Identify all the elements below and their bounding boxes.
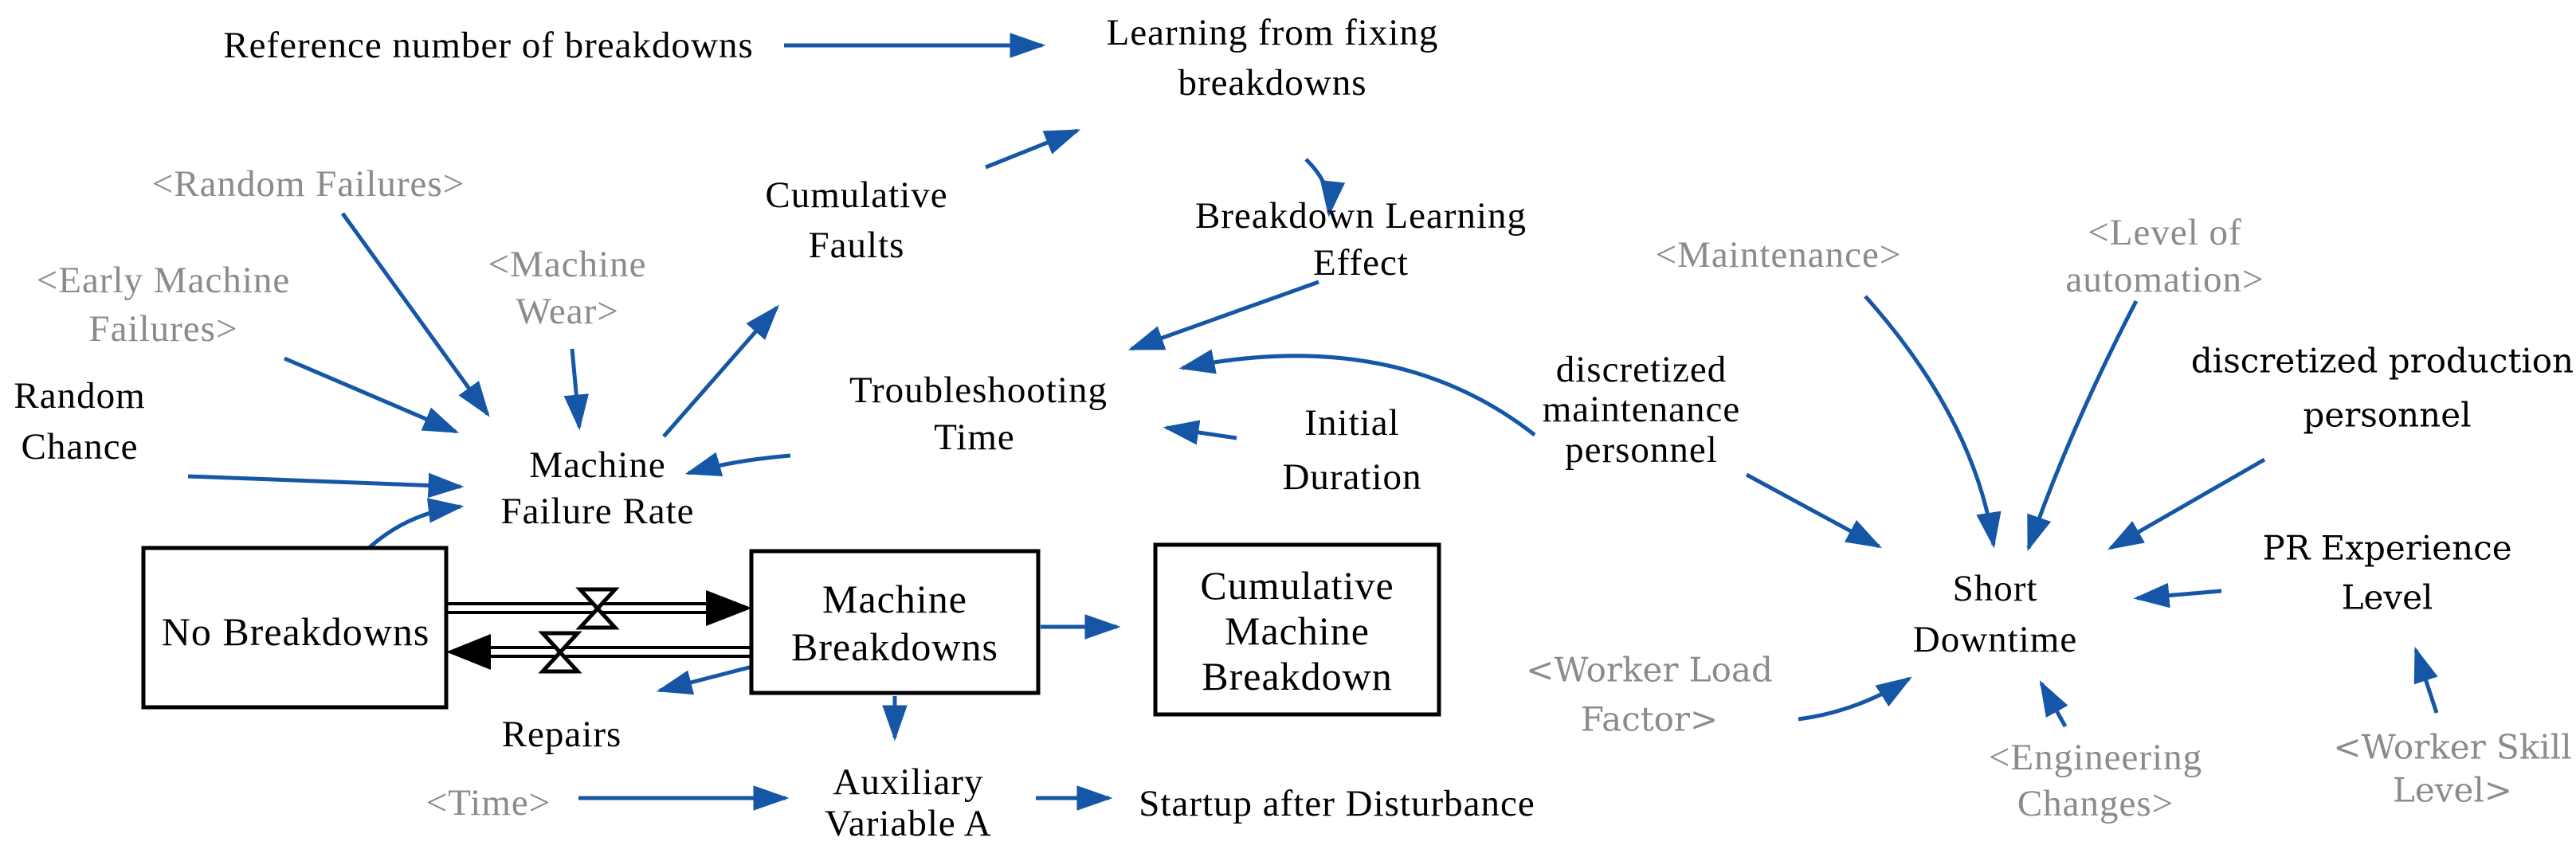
label-learning-from-fixing-breakdowns: breakdowns: [1178, 62, 1366, 104]
causal-links: [187, 33, 2439, 811]
flow-repairs-pipe: [446, 631, 753, 674]
label-stock-cumulative-machine-breakdown: Machine: [1225, 609, 1370, 653]
label-auxiliary-variable-a: Variable A: [825, 803, 992, 844]
label-breakdown-learning-effect: Breakdown Learning: [1195, 195, 1527, 237]
label-cumulative-faults: Cumulative: [765, 174, 947, 216]
label-stock-cumulative-machine-breakdown: Breakdown: [1202, 654, 1393, 699]
link-initial-duration-to-troubleshooting-time: [1163, 420, 1237, 445]
label-shadow-machine-wear: Wear>: [516, 291, 618, 332]
flow-failure-rate-pipe: [448, 587, 752, 630]
stock-box-cumulative-machine-breakdown: [1153, 542, 1441, 717]
link-early-machine-failures-to-machine-failure-rate: [284, 356, 460, 434]
link-discretized-maintenance-to-troubleshooting-time: [1178, 349, 1536, 436]
label-shadow-level-of-automation: automation>: [2066, 259, 2264, 300]
label-shadow-worker-load-factor: Factor>: [1581, 700, 1718, 739]
label-shadow-maintenance: <Maintenance>: [1656, 234, 1902, 276]
label-shadow-machine-wear: <Machine: [488, 244, 647, 285]
label-troubleshooting-time: Time: [934, 417, 1015, 458]
label-stock-machine-breakdowns: Machine: [822, 577, 967, 621]
label-repairs: Repairs: [502, 714, 622, 755]
label-random-chance: Random: [14, 375, 145, 417]
label-shadow-level-of-automation: <Level of: [2088, 212, 2241, 253]
pipe-line: [488, 646, 753, 658]
label-short-downtime: Downtime: [1913, 619, 2077, 660]
label-discretized-maintenance-personnel: discretized: [1556, 349, 1727, 390]
label-shadow-worker-skill-level: <Worker Skill: [2333, 728, 2571, 767]
label-cumulative-faults: Faults: [809, 225, 905, 266]
flow-arrowhead-left-icon: [446, 634, 491, 670]
label-stock-cumulative-machine-breakdown: Cumulative: [1200, 563, 1394, 608]
label-pr-experience-level: PR Experience: [2262, 529, 2511, 568]
label-machine-failure-rate: Failure Rate: [500, 491, 694, 532]
valve-machine-failure-rate-icon: [575, 587, 620, 612]
label-shadow-worker-skill-level: Level>: [2393, 771, 2512, 810]
link-troubleshooting-time-to-machine-failure-rate: [684, 452, 791, 477]
label-initial-duration: Duration: [1282, 456, 1421, 498]
label-shadow-worker-load-factor: <Worker Load: [1526, 651, 1773, 690]
stock-box-no-breakdowns: [141, 546, 449, 710]
label-discretized-production-personnel: discretized production: [2191, 342, 2574, 381]
label-shadow-engineering-changes: Changes>: [2017, 783, 2174, 824]
flow-arrowhead-right-icon: [706, 590, 752, 626]
label-breakdown-learning-effect: Effect: [1313, 242, 1409, 284]
stock-box-machine-breakdowns: [749, 549, 1041, 695]
label-stock-machine-breakdowns: Breakdowns: [791, 624, 998, 669]
link-machine-breakdowns-to-repairs: [656, 664, 753, 695]
label-shadow-early-machine-failures: <Early Machine: [37, 260, 290, 301]
label-discretized-maintenance-personnel: personnel: [1565, 429, 1718, 471]
label-short-downtime: Short: [1953, 568, 2038, 609]
link-machine-wear-to-machine-failure-rate: [563, 348, 589, 431]
link-cumulative-faults-to-learning: [985, 128, 1081, 170]
label-shadow-time: <Time>: [426, 782, 551, 824]
label-initial-duration: Initial: [1304, 402, 1399, 444]
link-discretized-maintenance-to-short-downtime: [1745, 472, 1882, 549]
link-pr-experience-to-short-downtime: [2133, 582, 2222, 609]
link-worker-skill-to-pr-experience: [2413, 646, 2439, 714]
link-worker-load-factor-to-short-downtime: [1798, 676, 1912, 722]
link-learning-to-breakdown-learning-effect: [1304, 158, 1346, 217]
valve-machine-failure-rate-icon: [575, 605, 620, 630]
valve-repairs-icon: [538, 631, 582, 655]
label-pr-experience-level: Level: [2342, 578, 2433, 617]
label-random-chance: Chance: [22, 426, 139, 468]
link-breakdown-learning-effect-to-troubleshooting-time: [1127, 280, 1319, 351]
label-shadow-early-machine-failures: Failures>: [89, 308, 238, 350]
label-auxiliary-variable-a: Auxiliary: [833, 761, 983, 803]
link-random-chance-to-machine-failure-rate: [187, 472, 465, 499]
link-no-breakdowns-to-machine-failure-rate: [367, 498, 465, 550]
link-level-of-automation-to-short-downtime: [2026, 299, 2139, 552]
label-troubleshooting-time: Troubleshooting: [849, 370, 1108, 411]
label-shadow-random-failures: <Random Failures>: [152, 163, 465, 205]
label-reference-number-of-breakdowns: Reference number of breakdowns: [223, 25, 754, 66]
label-discretized-maintenance-personnel: maintenance: [1543, 389, 1740, 430]
pipe-line: [448, 602, 711, 614]
label-startup-after-disturbance: Startup after Disturbance: [1139, 783, 1535, 824]
link-maintenance-to-short-downtime: [1864, 295, 2002, 549]
link-machine-failure-rate-to-cumulative-faults: [662, 304, 779, 438]
link-random-failures-to-machine-failure-rate: [340, 212, 490, 417]
label-machine-failure-rate: Machine: [529, 444, 665, 486]
label-learning-from-fixing-breakdowns: Learning from fixing: [1107, 12, 1439, 53]
link-discretized-production-to-short-downtime: [2107, 457, 2266, 550]
label-discretized-production-personnel: personnel: [2303, 396, 2471, 435]
label-stock-no-breakdowns: No Breakdowns: [162, 609, 430, 654]
link-engineering-changes-to-short-downtime: [2039, 680, 2068, 728]
label-shadow-engineering-changes: <Engineering: [1989, 737, 2202, 778]
valve-repairs-icon: [538, 649, 582, 674]
